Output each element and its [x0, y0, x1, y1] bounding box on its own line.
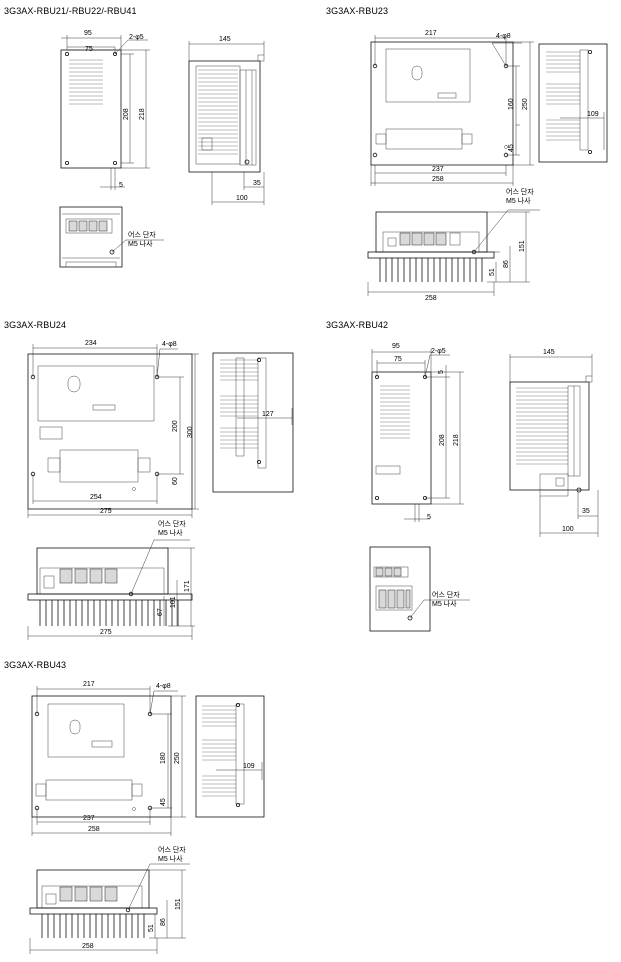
- drawing-rbu21: 95 75 2-φ5 208 218 5 145 35 100 어스 단자 M5…: [59, 30, 265, 268]
- drawing-rbu43: 217 4-φ8 180 250 45 237 258 109: [29, 681, 265, 954]
- note-m5-screw: M5 나사: [128, 239, 153, 248]
- dim-51: 51: [148, 924, 155, 932]
- dim-250: 250: [174, 752, 181, 764]
- dim-208: 208: [439, 434, 446, 446]
- section-title-rbu21: 3G3AX-RBU21/-RBU22/-RBU41: [4, 6, 137, 16]
- drawing-rbu23: 217 4-φ8 160 250 45 237 258 109: [367, 30, 608, 302]
- dim-218: 218: [139, 108, 146, 120]
- note-m5-screw: M5 나사: [506, 196, 531, 205]
- dim-100: 100: [236, 195, 248, 202]
- dim-275: 275: [100, 508, 112, 515]
- note-earth-terminal: 어스 단자: [432, 590, 460, 599]
- dim-200: 200: [172, 420, 179, 432]
- dim-250: 250: [522, 98, 529, 110]
- dim-258: 258: [88, 826, 100, 833]
- section-title-rbu23: 3G3AX-RBU23: [326, 6, 389, 16]
- dim-67: 67: [157, 608, 164, 616]
- dim-217: 217: [83, 681, 95, 688]
- dim-218: 218: [453, 434, 460, 446]
- dim-180: 180: [160, 752, 167, 764]
- note-earth-terminal: 어스 단자: [128, 230, 156, 239]
- dim-101: 101: [170, 596, 177, 608]
- section-title-rbu42: 3G3AX-RBU42: [326, 320, 389, 330]
- note-earth-terminal: 어스 단자: [158, 845, 186, 854]
- dim-127: 127: [262, 411, 274, 418]
- drawing-rbu42: 95 75 2-φ5 5 208 218 5 145 35 100 어스 단자 …: [369, 343, 599, 632]
- dim-258-bottom: 258: [82, 943, 94, 950]
- dim-258: 258: [432, 176, 444, 183]
- dim-151: 151: [175, 898, 182, 910]
- dim-4-hole: 4-φ8: [162, 341, 177, 348]
- section-title-rbu24: 3G3AX-RBU24: [4, 320, 67, 330]
- dim-86: 86: [160, 918, 167, 926]
- dim-109: 109: [243, 763, 255, 770]
- dim-300: 300: [187, 426, 194, 438]
- note-earth-terminal: 어스 단자: [506, 187, 534, 196]
- dim-237: 237: [432, 166, 444, 173]
- dim-75: 75: [394, 356, 402, 363]
- note-m5-screw: M5 나사: [432, 599, 457, 608]
- dim-109: 109: [587, 111, 599, 118]
- dim-45: 45: [508, 144, 515, 152]
- dim-100: 100: [562, 526, 574, 533]
- dim-hole: 2-φ5: [431, 348, 446, 355]
- dim-width-95: 95: [84, 30, 92, 37]
- dim-depth-145: 145: [219, 36, 231, 43]
- dim-234: 234: [85, 340, 97, 347]
- dim-35: 35: [582, 508, 590, 515]
- dim-depth-145: 145: [543, 349, 555, 356]
- dim-60: 60: [172, 477, 179, 485]
- dim-86: 86: [503, 260, 510, 268]
- dim-4-hole: 4-φ8: [496, 33, 511, 40]
- dim-5: 5: [119, 182, 123, 189]
- dim-51: 51: [489, 268, 496, 276]
- drawing-rbu24: 234 4-φ8 200 300 60 254 275 127: [27, 340, 294, 640]
- dim-4-hole: 4-φ8: [156, 683, 171, 690]
- dim-275-bottom: 275: [100, 629, 112, 636]
- dim-237: 237: [83, 815, 95, 822]
- dim-95: 95: [392, 343, 400, 350]
- dim-35: 35: [253, 180, 261, 187]
- dim-5-top: 5: [438, 370, 445, 374]
- dim-258-bottom: 258: [425, 295, 437, 302]
- dim-5: 5: [427, 514, 431, 521]
- dim-45: 45: [160, 798, 167, 806]
- dim-151: 151: [519, 240, 526, 252]
- dim-171: 171: [184, 580, 191, 592]
- dim-208: 208: [123, 108, 130, 120]
- note-m5-screw: M5 나사: [158, 528, 183, 537]
- dim-217: 217: [425, 30, 437, 37]
- dim-hole: 2-φ5: [129, 34, 144, 41]
- note-earth-terminal: 어스 단자: [158, 519, 186, 528]
- dim-160: 160: [508, 98, 515, 110]
- note-m5-screw: M5 나사: [158, 854, 183, 863]
- dim-254: 254: [90, 494, 102, 501]
- dim-pitch-75: 75: [85, 46, 93, 53]
- section-title-rbu43: 3G3AX-RBU43: [4, 660, 67, 670]
